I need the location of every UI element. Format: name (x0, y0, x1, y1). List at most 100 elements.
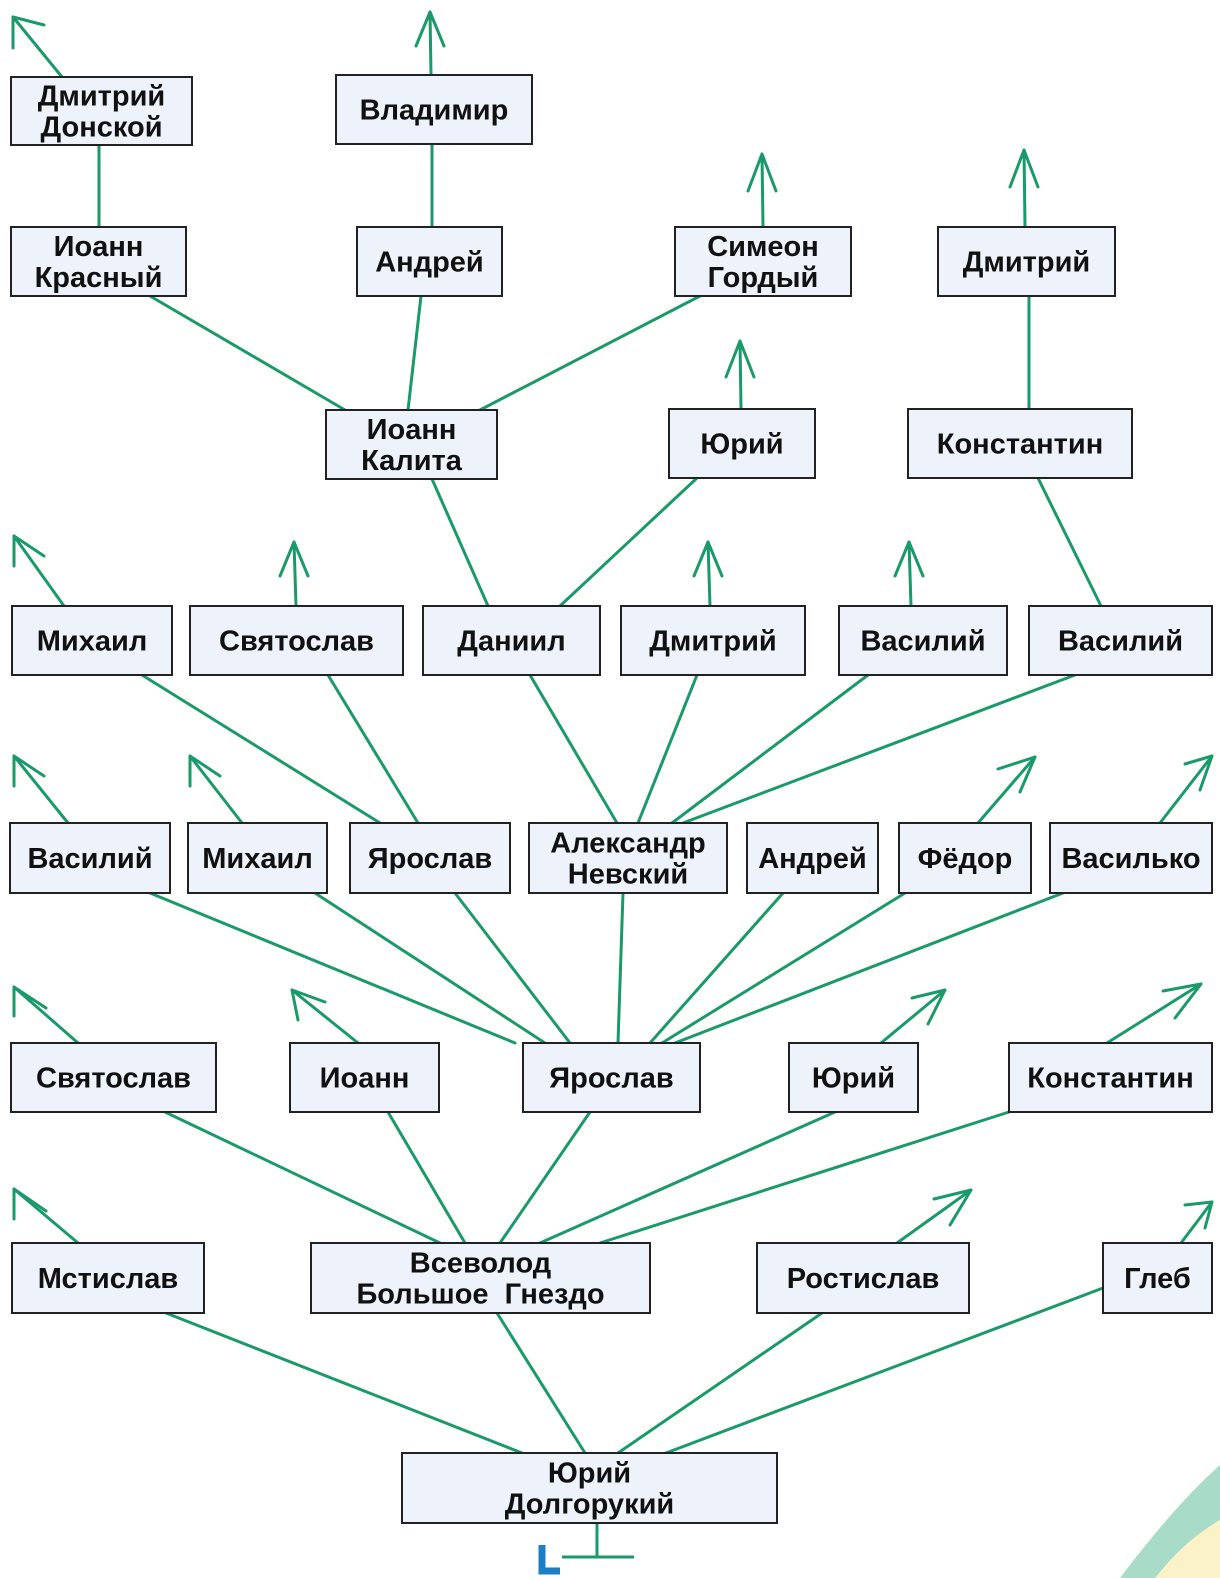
relation-line-nevsky-vasily_2b (681, 673, 1077, 825)
relation-line-yaroslav_0-nevsky (616, 891, 625, 1045)
person-node-vasily_2b: Василий (1028, 605, 1213, 676)
person-name-line: Василий (860, 626, 985, 658)
person-box (289, 1042, 440, 1113)
person-node-gleb: Глеб (1102, 1242, 1213, 1314)
person-box (189, 605, 404, 676)
person-name-line: Мстислав (38, 1263, 178, 1295)
person-node-mikhail_1: Михаил (187, 822, 328, 894)
person-name-line: Иоанн (320, 1063, 410, 1095)
person-name-line: Андрей (375, 247, 484, 279)
person-node-svyatoslav_2: Святослав (189, 605, 404, 676)
relation-line-yaroslav_0-yaroslav_1 (453, 891, 572, 1045)
person-name-line: Большое Гнездо (356, 1279, 604, 1311)
person-box (907, 408, 1133, 479)
person-box (528, 822, 728, 894)
arrow-head-gleb (1183, 1200, 1214, 1230)
person-node-konstantin_0: Константин (1008, 1042, 1213, 1113)
person-node-vasilko: Василько (1049, 822, 1213, 894)
person-box (756, 1242, 970, 1314)
arrow-head-simeon (746, 152, 778, 193)
person-node-andrey_1: Андрей (746, 822, 879, 894)
arrow-head-dmitry_donskoy (11, 15, 46, 50)
person-box (522, 1042, 701, 1113)
person-box (746, 822, 879, 894)
arrow-head-dmitry_2 (692, 540, 724, 578)
person-box (937, 226, 1116, 297)
relation-line-yaroslav_0-vasilko (673, 891, 1065, 1045)
person-box (788, 1042, 919, 1113)
arrow-head-konstantin_0 (1161, 982, 1203, 1020)
continuation-arrow-yury_0 (879, 988, 947, 1045)
arrow-head-rostislav (932, 1188, 973, 1227)
person-node-fyodor: Фёдор (898, 822, 1032, 894)
person-box (11, 605, 173, 676)
relation-line-daniil-yury_3 (558, 476, 699, 608)
continuation-arrow-vasily_2a (907, 540, 913, 608)
person-box (838, 605, 1008, 676)
person-box (401, 1452, 778, 1524)
person-box (325, 409, 498, 480)
continuation-arrow-dmitry_3 (1022, 148, 1027, 229)
person-name-line: Даниил (457, 626, 565, 658)
person-box (1049, 822, 1213, 894)
arrow-head-ioann_0 (290, 988, 327, 1022)
corner-decoration-inner (1155, 1520, 1220, 1578)
relation-line-dolgoruky-gleb (664, 1286, 1105, 1455)
arrow-head-vasily_1 (12, 754, 46, 788)
person-node-mstislav: Мстислав (11, 1242, 205, 1314)
continuation-arrow-svyatoslav_2 (292, 540, 298, 608)
relation-line-yaroslav_1-svyatoslav_2 (326, 673, 420, 825)
relation-line-vsevolod-yury_0 (538, 1110, 837, 1245)
person-box (898, 822, 1032, 894)
continuation-arrow-dmitry_donskoy (11, 15, 64, 79)
person-name-line: Константин (937, 429, 1103, 461)
person-name-line: Ростислав (787, 1263, 940, 1295)
person-name-line: Иоанн (367, 414, 457, 446)
person-name-line: Донской (40, 112, 162, 144)
person-node-svyatoslav_0: Святослав (10, 1042, 217, 1113)
person-name-line: Михаил (37, 626, 148, 658)
person-name-line: Юрий (812, 1063, 895, 1095)
relation-line-ioann_kalita-ioann_krasny (148, 294, 347, 412)
relation-line-dolgoruky-rostislav (616, 1311, 824, 1455)
person-name-line: Всеволод (410, 1248, 551, 1280)
person-name-line: Красный (35, 262, 163, 294)
continuation-arrow-rostislav (895, 1188, 973, 1245)
person-box (9, 822, 171, 894)
relation-line-dolgoruky-mstislav (164, 1311, 524, 1455)
person-name-line: Калита (361, 445, 463, 477)
person-node-yury_3: Юрий (668, 408, 816, 479)
person-name-line: Дмитрий (649, 626, 777, 658)
person-node-rostislav: Ростислав (756, 1242, 970, 1314)
person-node-dmitry_3: Дмитрий (937, 226, 1116, 297)
person-node-vasily_1: Василий (9, 822, 171, 894)
continuation-arrow-simeon (760, 152, 765, 229)
person-name-line: Ярослав (549, 1063, 673, 1095)
person-node-andrey_3: Андрей (356, 226, 503, 297)
continuation-arrow-mikhail_1 (188, 754, 244, 825)
relation-line-nevsky-dmitry_2 (636, 673, 699, 825)
person-box (10, 226, 187, 297)
person-name-line: Константин (1027, 1063, 1193, 1095)
person-node-daniil: Даниил (422, 605, 601, 676)
person-box (349, 822, 511, 894)
arrow-head-vladimir (414, 10, 446, 48)
person-box (11, 1242, 205, 1314)
arrow-head-dmitry_3 (1008, 148, 1040, 189)
person-name-line: Юрий (700, 429, 783, 461)
relation-line-yaroslav_0-fyodor (660, 891, 907, 1045)
person-name-line: Дмитрий (38, 81, 166, 113)
relation-line-vasily_2b-konstantin_3 (1036, 476, 1103, 608)
person-box (1008, 1042, 1213, 1113)
person-node-vladimir: Владимир (335, 74, 533, 145)
person-name-line: Василий (1058, 626, 1183, 658)
relation-lines (11, 10, 1214, 1455)
relation-line-nevsky-daniil (528, 673, 619, 825)
person-node-dmitry_2: Дмитрий (620, 605, 806, 676)
person-name-line: Владимир (360, 95, 509, 127)
relation-line-dolgoruky-vsevolod (495, 1311, 587, 1455)
